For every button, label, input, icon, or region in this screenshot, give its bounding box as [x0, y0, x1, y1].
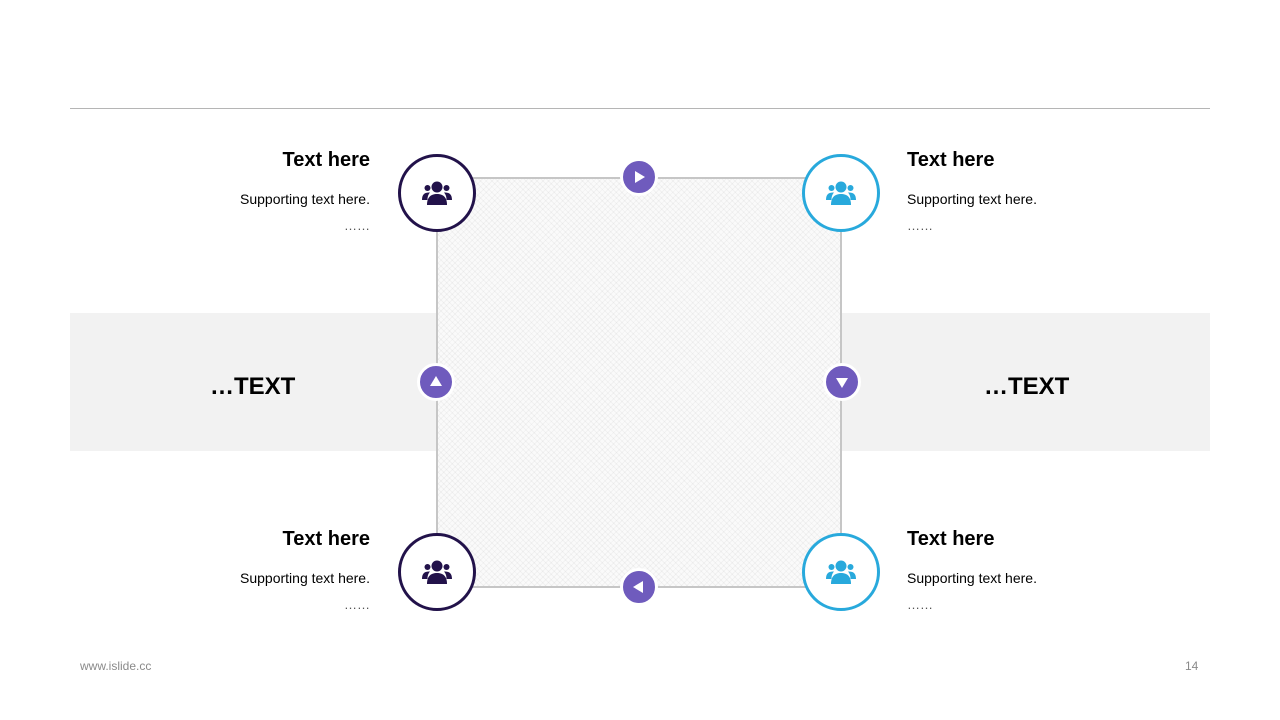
band-left-label: …TEXT [210, 373, 296, 400]
node-bottom-right [802, 533, 880, 611]
item-title: Text here [282, 528, 370, 550]
item-title: Text here [282, 149, 370, 171]
users-icon [422, 560, 452, 584]
item-dots: …… [344, 218, 370, 233]
top-divider [70, 108, 1210, 109]
node-top-right [802, 154, 880, 232]
arrow-left [417, 363, 455, 401]
band-right-label: …TEXT [984, 373, 1070, 400]
arrow-right [823, 363, 861, 401]
node-bottom-left [398, 533, 476, 611]
item-title: Text here [907, 149, 995, 171]
item-title: Text here [907, 528, 995, 550]
arrow-down-icon [836, 378, 848, 388]
arrow-top [620, 158, 658, 196]
arrow-left-icon [633, 581, 643, 593]
item-text: Supporting text here. [907, 191, 1037, 207]
item-text: Supporting text here. [240, 191, 370, 207]
arrow-right-icon [635, 171, 645, 183]
arrow-up-icon [430, 376, 442, 386]
users-icon [826, 560, 856, 584]
cycle-connector-square [436, 177, 842, 588]
item-dots: …… [907, 218, 933, 233]
node-top-left [398, 154, 476, 232]
users-icon [422, 181, 452, 205]
item-dots: …… [907, 597, 933, 612]
item-dots: …… [344, 597, 370, 612]
users-icon [826, 181, 856, 205]
item-text: Supporting text here. [240, 570, 370, 586]
footer-site: www.islide.cc [80, 659, 152, 673]
item-text: Supporting text here. [907, 570, 1037, 586]
page-number: 14 [1185, 659, 1199, 673]
arrow-bottom [620, 568, 658, 606]
